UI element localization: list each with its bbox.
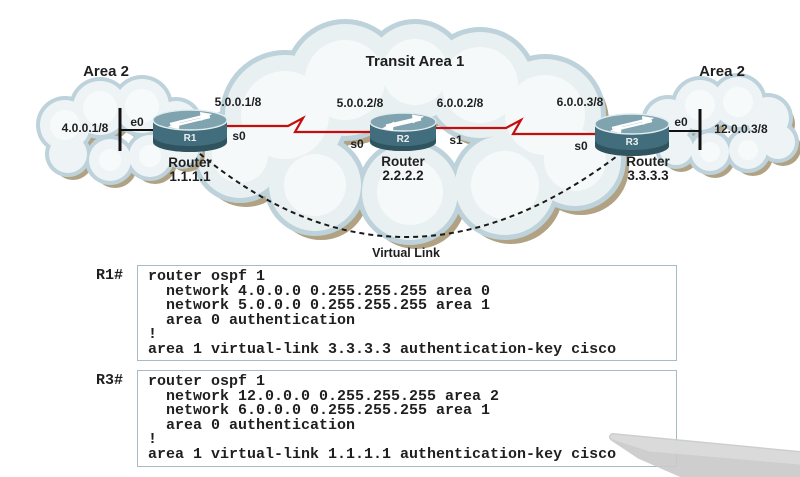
router-face-label: R2: [397, 134, 410, 145]
r3-name: Router: [626, 154, 670, 169]
right-stub-network-label: 12.0.0.3/8: [714, 122, 768, 136]
virtual-link-dashed-line: [192, 147, 626, 238]
left-ethernet-segment: [118, 108, 158, 151]
r1-config-text: router ospf 1 network 4.0.0.0 0.255.255.…: [148, 268, 617, 358]
r3-config-text: router ospf 1 network 12.0.0.0 0.255.255…: [148, 373, 617, 463]
r3-e0-label: e0: [674, 115, 688, 129]
topology-diagram: R1 R2: [36, 19, 800, 260]
r2-s0-label: s0: [350, 137, 364, 151]
r2-s0-ip-label: 5.0.0.2/8: [337, 96, 384, 110]
r3-config-box: router ospf 1 network 12.0.0.0 0.255.255…: [137, 370, 677, 467]
serial-link-r1-r2: [227, 115, 372, 134]
r2-router-id: 2.2.2.2: [382, 168, 423, 183]
r2-s1-ip-label: 6.0.0.2/8: [437, 96, 484, 110]
r1-prompt: R1#: [96, 267, 124, 284]
r3-s0-label: s0: [574, 139, 588, 153]
r3-s0-ip-label: 6.0.0.3/8: [557, 95, 604, 109]
right-ethernet-segment: [668, 109, 702, 150]
router-r3-icon: R3: [594, 113, 670, 156]
r3-router-id: 3.3.3.3: [627, 168, 669, 183]
router-r2-icon: R2: [369, 112, 437, 151]
transit-area-title: Transit Area 1: [366, 53, 465, 70]
r1-e0-label: e0: [130, 115, 144, 129]
r1-s0-label: s0: [232, 129, 246, 143]
r2-name: Router: [381, 154, 425, 169]
left-area-title: Area 2: [83, 63, 129, 80]
router-arrowheads-icon: [168, 112, 212, 129]
router-face-label: R3: [626, 137, 639, 148]
router-arrowheads-icon: [382, 114, 424, 131]
virtual-link-label: Virtual Link: [372, 246, 440, 260]
transit-area-cloud: [192, 19, 629, 249]
serial-link-r2-r3: [436, 117, 597, 136]
router-face-label: R1: [184, 133, 197, 144]
right-area-title: Area 2: [699, 63, 745, 80]
router-r1-icon: R1: [152, 109, 228, 152]
router-arrowheads-icon: [610, 116, 654, 133]
r1-router-id: 1.1.1.1: [169, 169, 211, 184]
left-stub-network-label: 4.0.0.1/8: [62, 121, 109, 135]
r1-s0-ip-label: 5.0.0.1/8: [215, 95, 262, 109]
r1-name: Router: [168, 155, 212, 170]
r2-s1-label: s1: [449, 133, 463, 147]
r3-prompt: R3#: [96, 372, 124, 389]
r1-config-box: router ospf 1 network 4.0.0.0 0.255.255.…: [137, 265, 677, 361]
